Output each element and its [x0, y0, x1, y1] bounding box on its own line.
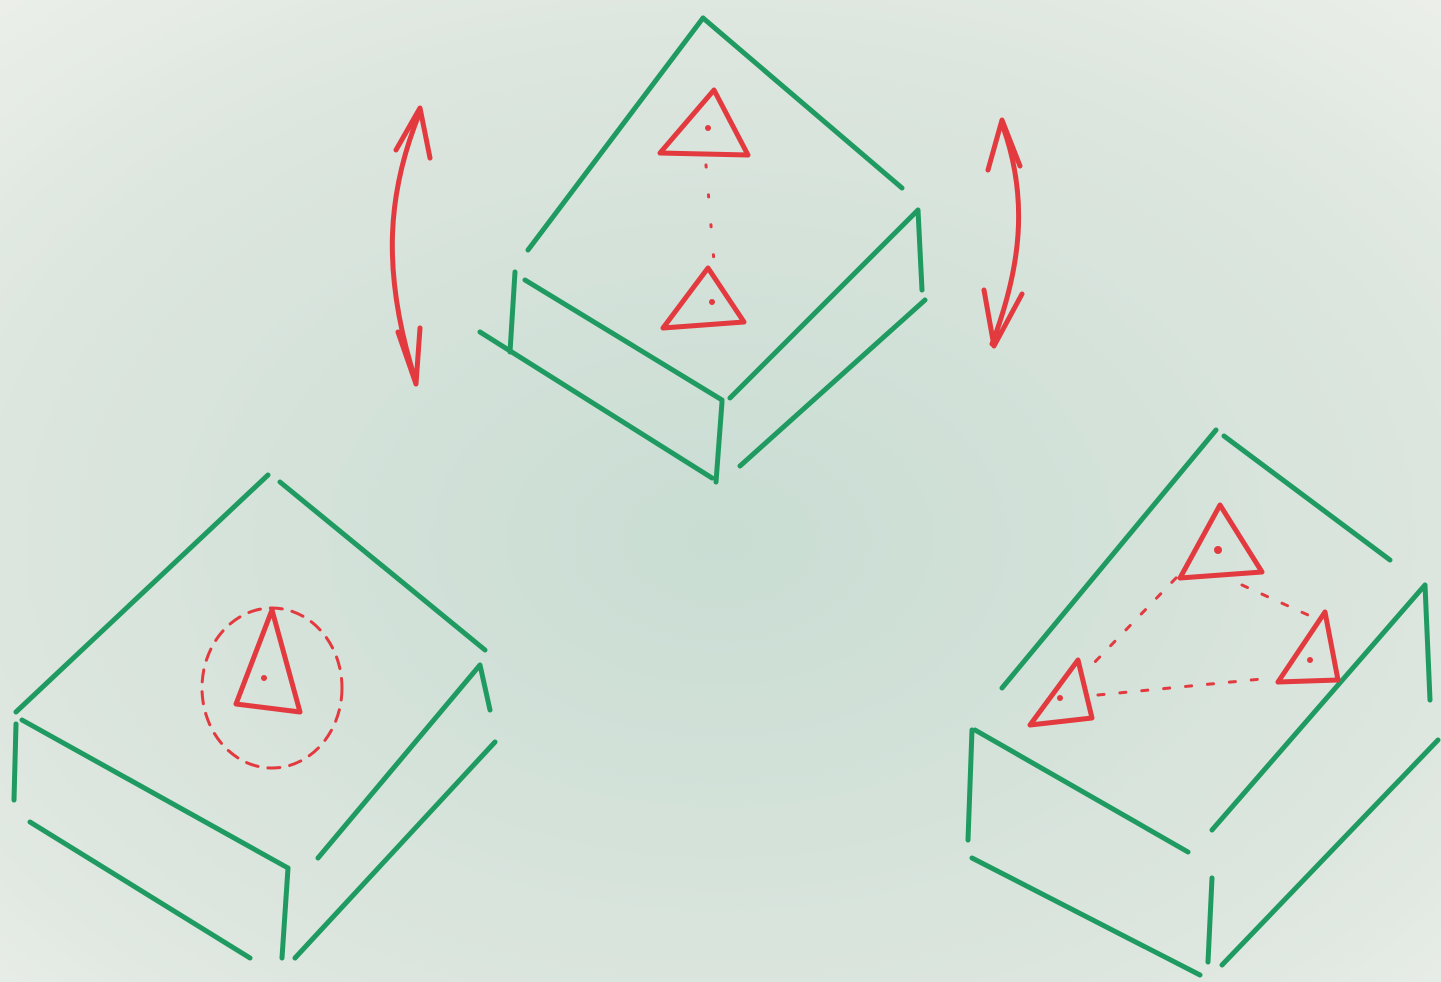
whiteboard-background	[0, 0, 1441, 982]
whiteboard-canvas	[0, 0, 1441, 982]
